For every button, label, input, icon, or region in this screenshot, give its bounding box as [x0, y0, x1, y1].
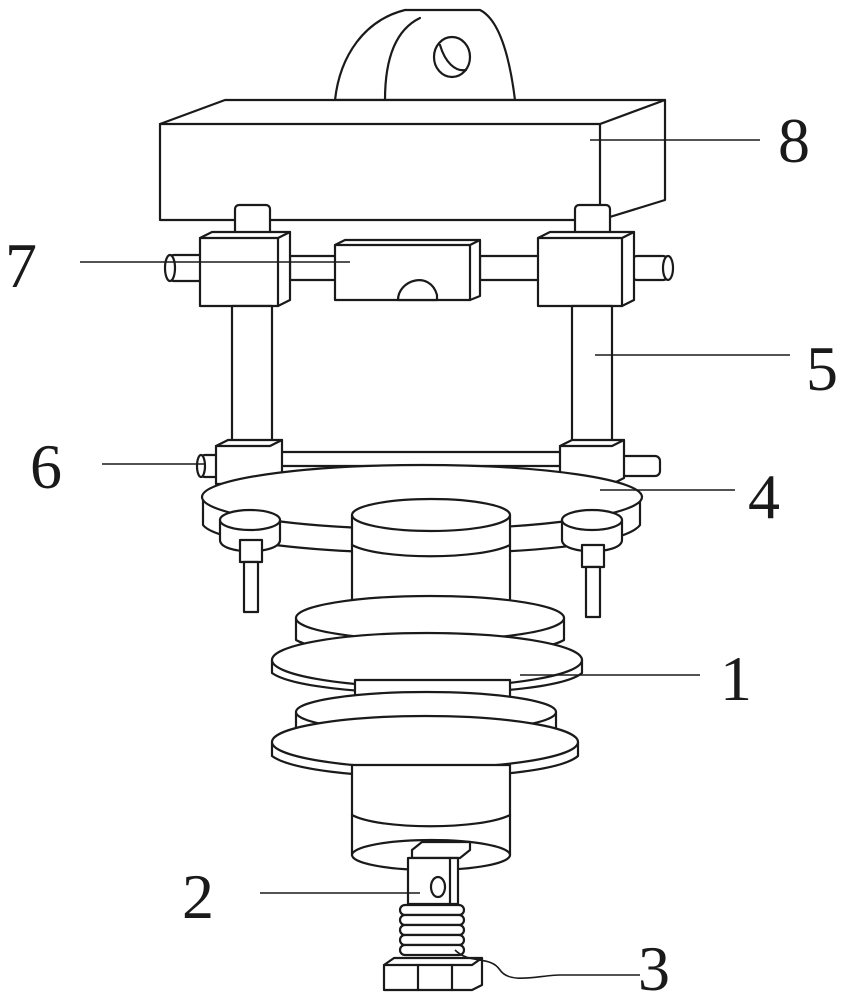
leader-3 — [454, 949, 640, 980]
leader-lines — [80, 139, 790, 980]
part-6-lower-bar — [195, 438, 662, 486]
callout-1: 1 — [720, 643, 752, 714]
part-8-top-block — [158, 8, 667, 222]
plate-bolts — [218, 508, 624, 619]
part-1-main-body — [270, 497, 584, 872]
callout-2: 2 — [182, 861, 214, 932]
part-5-columns — [230, 304, 614, 453]
callout-6: 6 — [30, 431, 62, 502]
part-3-threaded-end — [382, 903, 484, 992]
callout-7: 7 — [5, 230, 37, 301]
part-2-stem — [406, 840, 472, 906]
callout-8: 8 — [778, 105, 810, 176]
callout-4: 4 — [748, 461, 780, 532]
callouts: 8 7 5 6 4 1 2 3 — [5, 105, 838, 1000]
upper-sleeve-blocks — [198, 230, 636, 308]
callout-3: 3 — [638, 933, 670, 1000]
part-7-horizontal-rod — [163, 238, 675, 302]
callout-5: 5 — [806, 333, 838, 404]
